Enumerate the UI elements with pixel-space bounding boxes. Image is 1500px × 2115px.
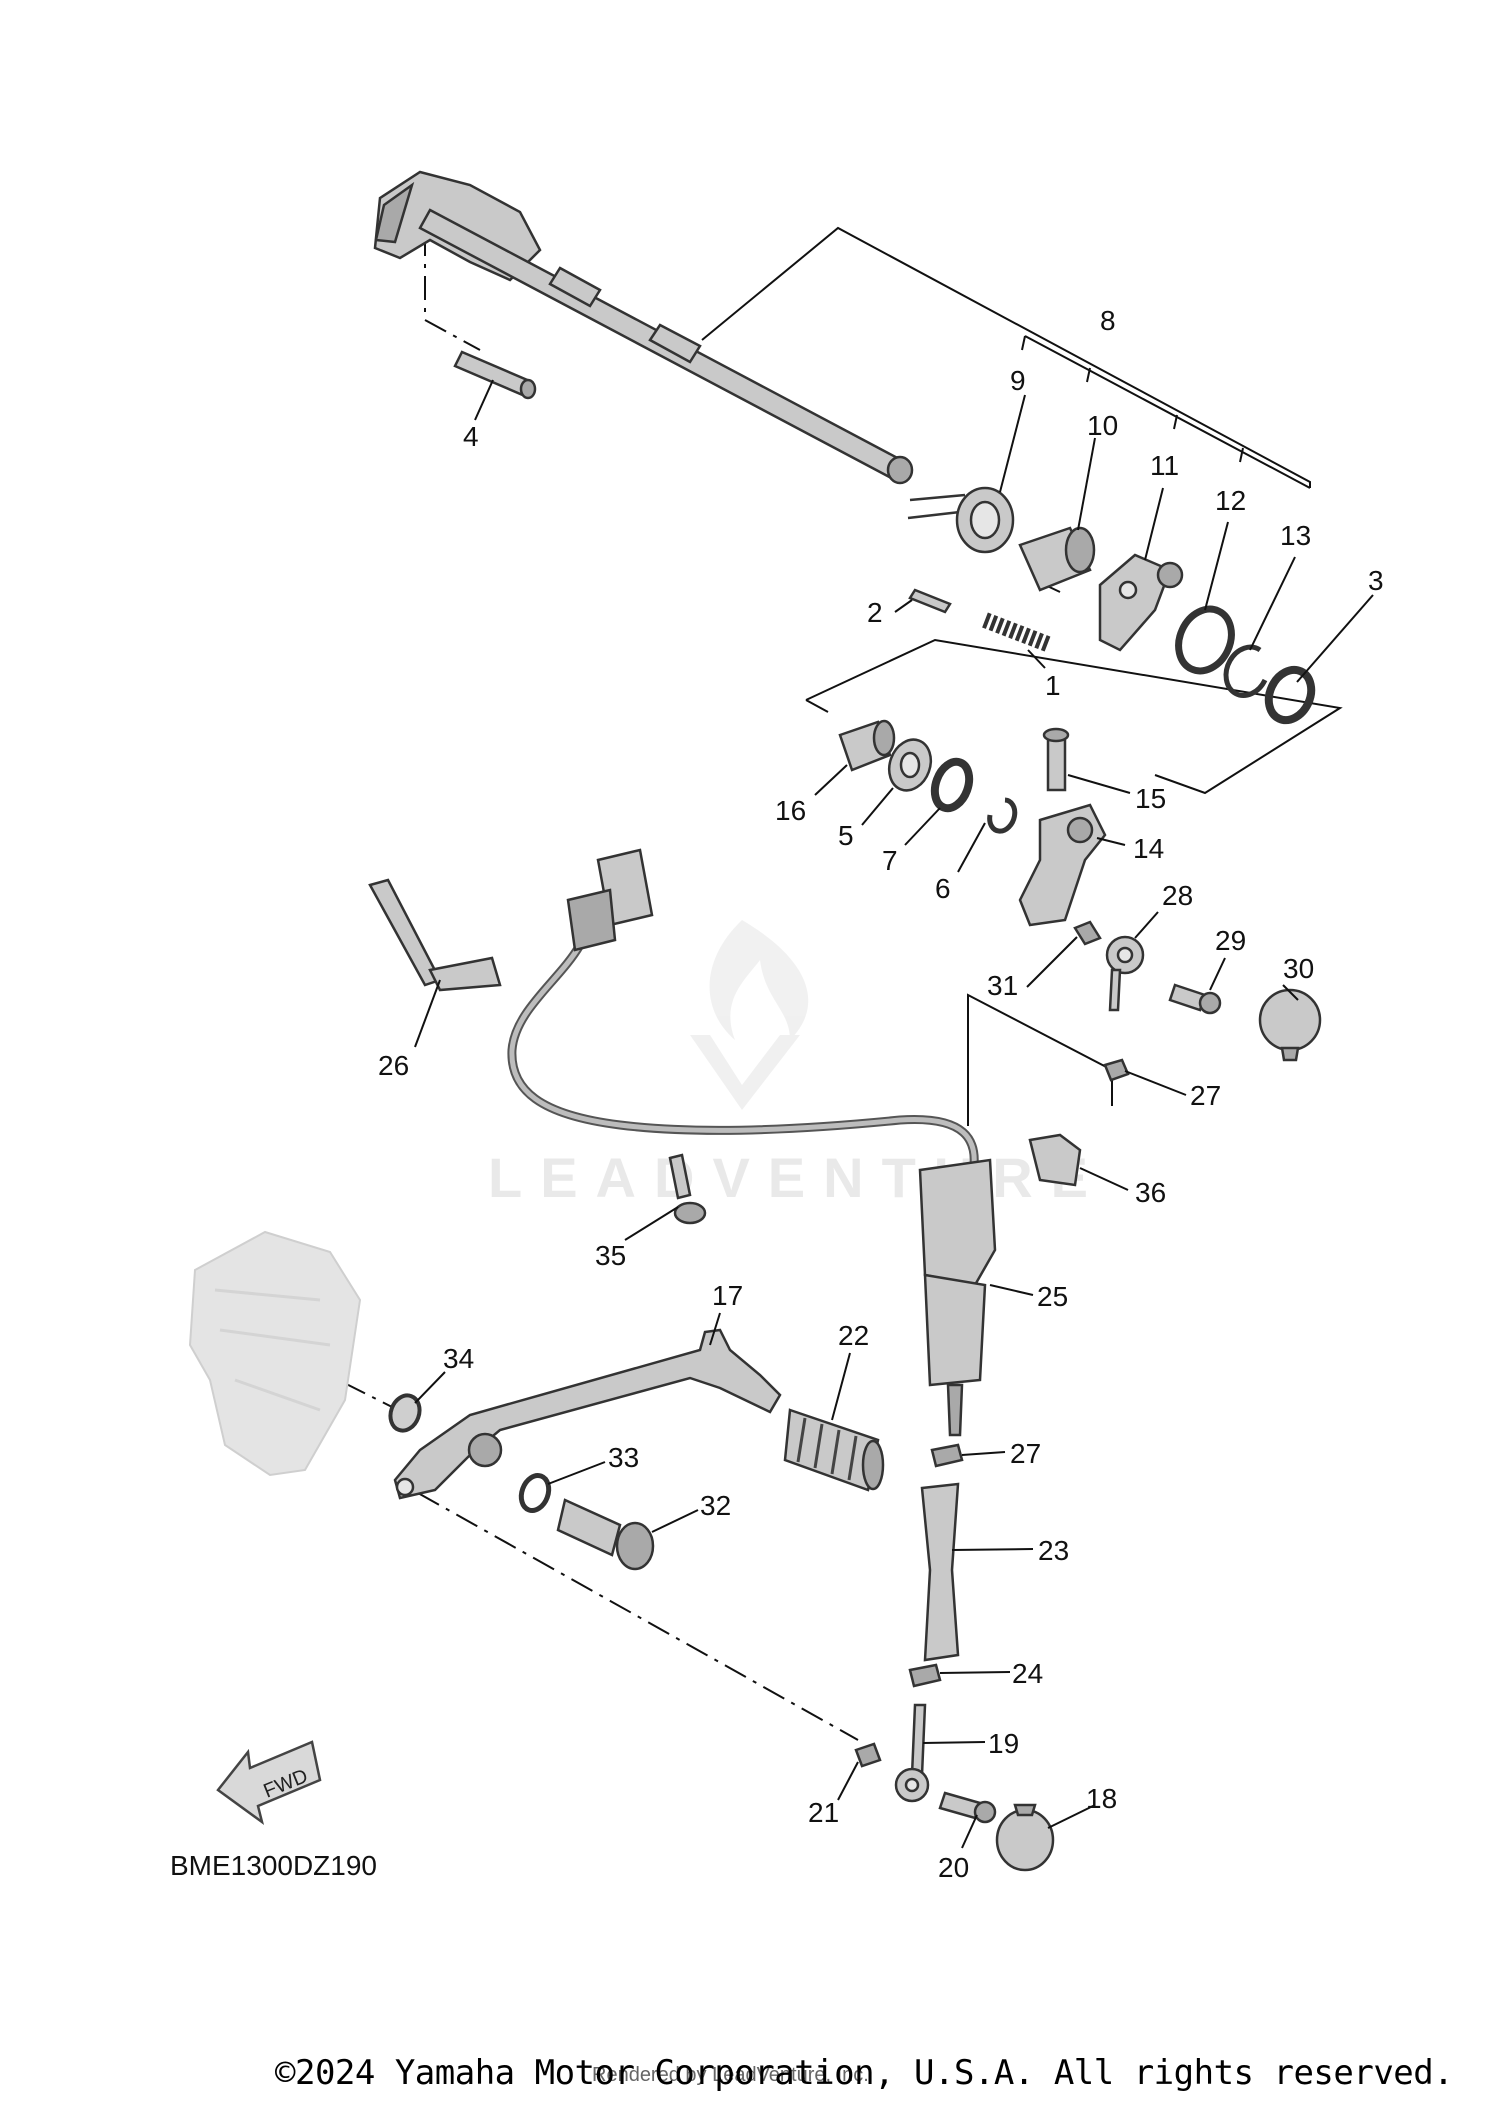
leader-lines <box>414 379 1374 1849</box>
part-19-rod-end <box>894 1703 930 1803</box>
callout-36: 36 <box>1135 1177 1166 1208</box>
callout-5: 5 <box>838 820 854 851</box>
callout-31: 31 <box>987 970 1018 1001</box>
callout-10: 10 <box>1087 410 1118 441</box>
part-21-nut <box>854 1742 882 1768</box>
part-11-lever <box>1098 553 1184 652</box>
part-28-rod-end <box>1105 935 1145 1012</box>
callout-17: 17 <box>712 1280 743 1311</box>
callout-33: 33 <box>608 1442 639 1473</box>
watermark-logo <box>690 920 809 1110</box>
part-24-nut <box>908 1663 942 1688</box>
callout-8: 8 <box>1100 305 1116 336</box>
part-10-collar <box>1018 526 1096 592</box>
callout-29: 29 <box>1215 925 1246 956</box>
part-22-pedal-rubber <box>783 1408 885 1492</box>
callout-35: 35 <box>595 1240 626 1271</box>
callout-28: 28 <box>1162 880 1193 911</box>
callout-4: 4 <box>463 421 479 452</box>
callout-6: 6 <box>935 873 951 904</box>
callout-2: 2 <box>867 597 883 628</box>
part-34-washer <box>388 1393 422 1433</box>
part-13-circlip <box>1223 644 1268 698</box>
part-36-clamp <box>1028 1133 1082 1187</box>
part-9-spring <box>907 486 1015 554</box>
callouts: 1 2 3 4 5 6 7 8 9 10 11 12 13 14 15 16 1… <box>378 305 1384 1883</box>
callout-14: 14 <box>1133 833 1164 864</box>
callout-1: 1 <box>1045 670 1061 701</box>
part-6-circlip <box>987 797 1018 834</box>
callout-24: 24 <box>1012 1658 1043 1689</box>
part-27-nut-lower <box>930 1443 964 1468</box>
callout-25: 25 <box>1037 1281 1068 1312</box>
part-20-bolt <box>938 1791 997 1824</box>
part-25-sensor <box>918 1158 997 1437</box>
callout-12: 12 <box>1215 485 1246 516</box>
part-16-bearing <box>838 719 896 772</box>
part-14-arm <box>1018 803 1107 927</box>
callout-22: 22 <box>838 1320 869 1351</box>
callout-3: 3 <box>1368 565 1384 596</box>
part-15-bolt <box>1042 727 1070 792</box>
part-26-clamp <box>368 878 502 992</box>
engine-ghost <box>188 1230 362 1477</box>
callout-7: 7 <box>882 845 898 876</box>
shift-shaft <box>373 170 914 485</box>
part-5-seal <box>887 738 933 792</box>
callout-16: 16 <box>775 795 806 826</box>
part-32-pivot-bolt <box>556 1498 655 1571</box>
part-31-nut <box>1073 920 1102 946</box>
part-33-o-ring <box>518 1473 552 1513</box>
fwd-arrow-icon: FWD <box>216 1740 322 1826</box>
part-17-pedal <box>393 1328 782 1500</box>
part-12-ring <box>1175 605 1235 675</box>
part-2-pin <box>908 588 952 614</box>
callout-27-lower: 27 <box>1010 1438 1041 1469</box>
part-4-pin <box>453 350 537 400</box>
sensor-harness <box>507 848 979 1190</box>
callout-13: 13 <box>1280 520 1311 551</box>
part-3-washer <box>1264 665 1316 725</box>
callout-21: 21 <box>808 1797 839 1828</box>
part-30-boot <box>1258 988 1322 1062</box>
diagram-code: BME1300DZ190 <box>170 1850 378 1881</box>
callout-9: 9 <box>1010 365 1026 396</box>
part-7-washer <box>930 757 974 813</box>
callout-18: 18 <box>1086 1783 1117 1814</box>
part-27-nut-upper <box>1103 1058 1130 1082</box>
callout-27-upper: 27 <box>1190 1080 1221 1111</box>
callout-19: 19 <box>988 1728 1019 1759</box>
part-1-spring <box>982 612 1053 653</box>
part-18-boot <box>995 1803 1055 1872</box>
callout-11: 11 <box>1150 450 1179 481</box>
rendered-by-text: Rendered by LeadVenture, Inc. <box>592 2064 869 2086</box>
copyright-notice: ©2024 Yamaha Motor Corporation, U.S.A. A… <box>275 2053 1454 2093</box>
callout-32: 32 <box>700 1490 731 1521</box>
callout-15: 15 <box>1135 783 1166 814</box>
part-29-bolt <box>1168 983 1222 1015</box>
callout-23: 23 <box>1038 1535 1069 1566</box>
group-frames <box>701 226 1343 1126</box>
part-23-rod <box>920 1482 960 1662</box>
callout-34: 34 <box>443 1343 474 1374</box>
callout-30: 30 <box>1283 953 1314 984</box>
callout-26: 26 <box>378 1050 409 1081</box>
part-35-clip <box>668 1153 707 1225</box>
callout-20: 20 <box>938 1852 969 1883</box>
